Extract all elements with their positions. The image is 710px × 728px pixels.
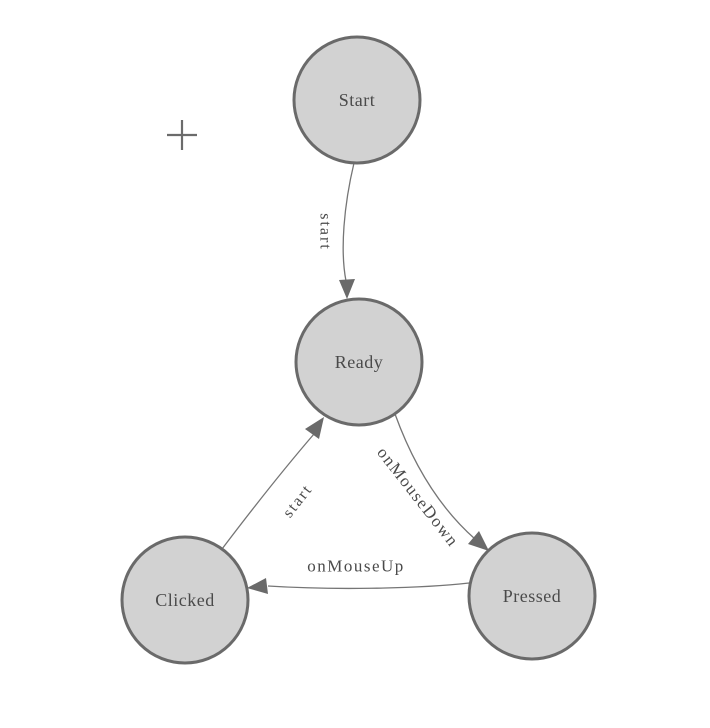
edge-pressed-to-clicked-path[interactable] [267, 582, 470, 590]
node-ready-circle[interactable] [294, 297, 424, 427]
node-pressed-label: Pressed [503, 586, 562, 606]
node-clicked-label: Clicked [155, 590, 215, 610]
edge-label-start-1: start [317, 213, 334, 251]
arrowhead-icon [247, 578, 268, 594]
arrowhead-icon [339, 279, 355, 299]
node-pressed-circle[interactable] [467, 531, 597, 661]
node-start[interactable]: Start [292, 35, 422, 165]
node-start-label: Start [339, 90, 376, 110]
edge-clicked-to-ready-path[interactable] [221, 433, 315, 550]
edge-label-onmousedown: onMouseDown [373, 443, 463, 550]
edge-pressed-to-clicked[interactable]: onMouseUp [247, 557, 470, 595]
edge-start-to-ready-path[interactable] [342, 162, 355, 282]
edge-ready-to-pressed-path[interactable] [394, 413, 476, 540]
node-ready-label: Ready [335, 352, 383, 372]
edge-clicked-to-ready[interactable]: start [221, 417, 324, 550]
node-pressed[interactable]: Pressed [467, 531, 597, 661]
edge-label-onmouseup: onMouseUp [307, 557, 405, 576]
origin-crosshair-icon [167, 120, 197, 150]
node-start-circle[interactable] [292, 35, 422, 165]
edge-label-start-2: start [280, 481, 317, 521]
edge-start-to-ready[interactable]: start [317, 162, 356, 299]
node-ready[interactable]: Ready [294, 297, 424, 427]
node-clicked-circle[interactable] [120, 535, 250, 665]
node-clicked[interactable]: Clicked [120, 535, 250, 665]
arrowhead-icon [305, 417, 324, 439]
arrowhead-icon [468, 531, 489, 551]
edge-ready-to-pressed[interactable]: onMouseDown [373, 413, 489, 551]
